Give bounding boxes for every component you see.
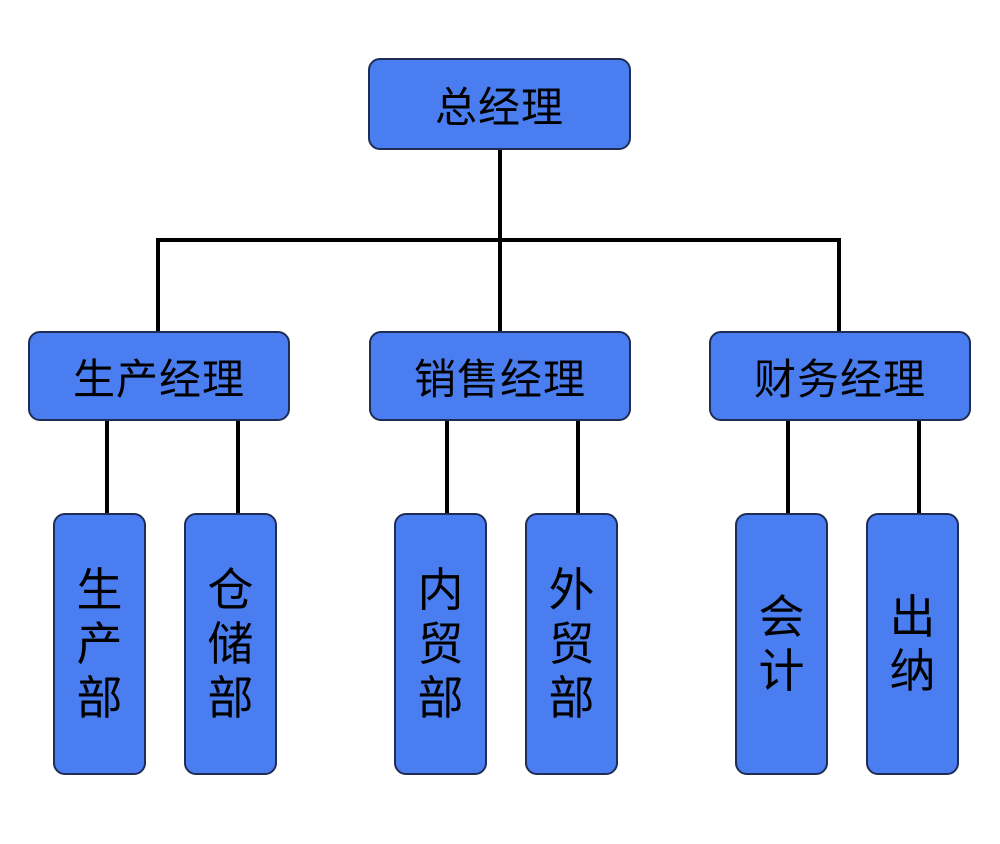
- general-manager-box: 总经理: [368, 58, 631, 150]
- accounting-label: 会 计: [758, 590, 805, 698]
- finance-manager-box: 财务经理: [709, 331, 971, 421]
- warehouse-department-box: 仓 储 部: [184, 513, 277, 775]
- warehouse-department-label: 仓 储 部: [207, 563, 254, 725]
- sales-manager-box: 销售经理: [369, 331, 631, 421]
- finance-manager-label: 财务经理: [753, 354, 926, 404]
- sales-manager-label: 销售经理: [413, 354, 586, 404]
- foreign-trade-department-box: 外 贸 部: [525, 513, 618, 775]
- domestic-trade-department-box: 内 贸 部: [394, 513, 487, 775]
- foreign-trade-department-label: 外 贸 部: [548, 563, 595, 725]
- production-department-label: 生 产 部: [76, 563, 123, 725]
- cashier-box: 出 纳: [866, 513, 959, 775]
- cashier-label: 出 纳: [889, 590, 936, 698]
- production-manager-label: 生产经理: [72, 354, 245, 404]
- production-department-box: 生 产 部: [53, 513, 146, 775]
- accounting-box: 会 计: [735, 513, 828, 775]
- production-manager-box: 生产经理: [28, 331, 290, 421]
- general-manager-label: 总经理: [434, 82, 564, 132]
- domestic-trade-department-label: 内 贸 部: [417, 563, 464, 725]
